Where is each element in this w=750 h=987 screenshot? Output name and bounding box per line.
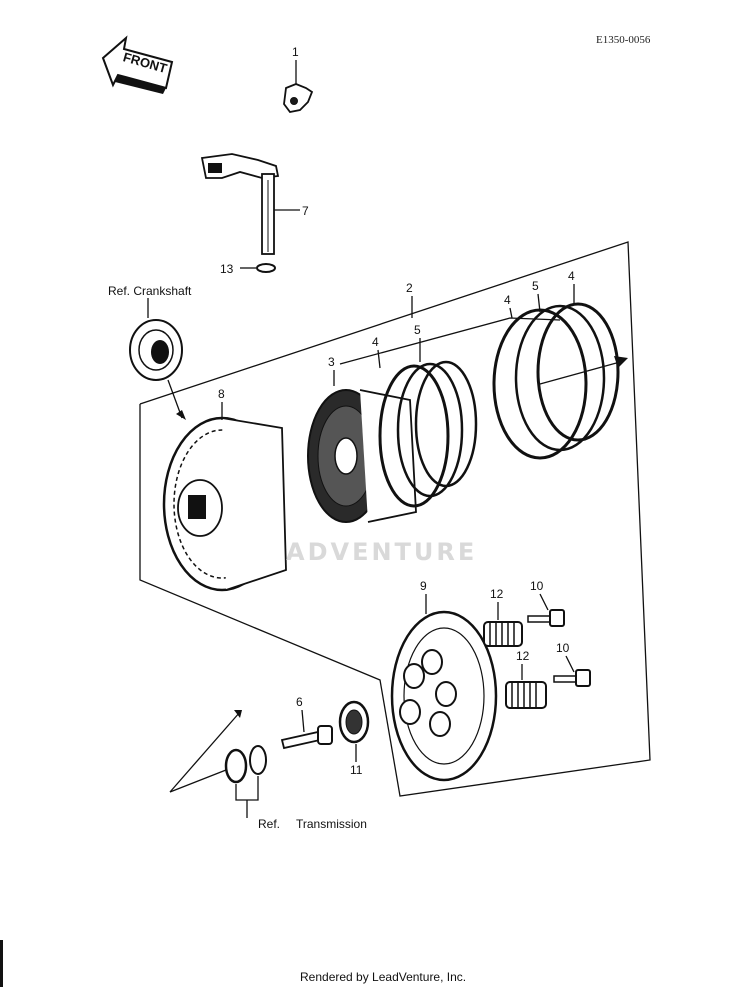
callout-8: 9 xyxy=(420,579,427,593)
callout-4-rear: 4 xyxy=(568,269,575,283)
part-13-washer xyxy=(240,263,276,273)
front-arrow-icon: FRONT xyxy=(101,35,174,94)
footer-credit: Rendered by LeadVenture, Inc. xyxy=(300,970,466,984)
diagram-code: E1350-0056 xyxy=(596,34,651,46)
part-8-pressure-plate xyxy=(390,610,498,782)
part-10-bolt-lower xyxy=(553,669,591,687)
part-4-5-plates-front xyxy=(378,360,478,508)
part-10-bolt-upper xyxy=(527,609,565,627)
callout-11: 11 xyxy=(350,763,363,777)
part-12-spring-lower xyxy=(505,681,547,709)
part-1-bracket xyxy=(283,60,314,113)
ref-crankshaft-label: Ref. Crankshaft xyxy=(108,284,192,298)
callout-10-lower: 10 xyxy=(556,641,570,655)
margin-bar xyxy=(0,940,3,987)
assembly-outline xyxy=(139,241,651,797)
part-4-5-plates-stack xyxy=(492,302,628,460)
callout-13: 13 xyxy=(220,262,234,276)
part-12-spring-upper xyxy=(483,621,523,647)
callout-9: 6 xyxy=(296,695,303,709)
part-7-release-shaft xyxy=(200,153,300,255)
callout-7: 7 xyxy=(302,204,309,218)
callout-1: 1 xyxy=(292,45,299,59)
part-9-push-rod xyxy=(280,725,333,750)
callout-5-front: 5 xyxy=(414,323,421,337)
watermark: ADVENTURE xyxy=(286,538,477,566)
part-3-clutch-hub xyxy=(307,389,417,523)
callout-12-upper: 12 xyxy=(490,587,504,601)
ref-transmission-prefix: Ref. xyxy=(258,817,280,831)
callout-3: 3 xyxy=(328,355,335,369)
callout-4-mid: 4 xyxy=(504,293,511,307)
ref-transmission-label: Transmission xyxy=(296,817,367,831)
callout-10-upper: 10 xyxy=(530,579,544,593)
callout-4-front: 4 xyxy=(372,335,379,349)
callout-2: 2 xyxy=(406,281,413,295)
part-11-bearing xyxy=(338,700,370,744)
crankshaft-gear-icon xyxy=(129,319,183,381)
callout-5-rear: 5 xyxy=(532,279,539,293)
callout-12-lower: 12 xyxy=(516,649,530,663)
transmission-rings-icon xyxy=(224,745,267,784)
callout-6: 8 xyxy=(218,387,225,401)
part-6-clutch-housing xyxy=(162,416,287,592)
